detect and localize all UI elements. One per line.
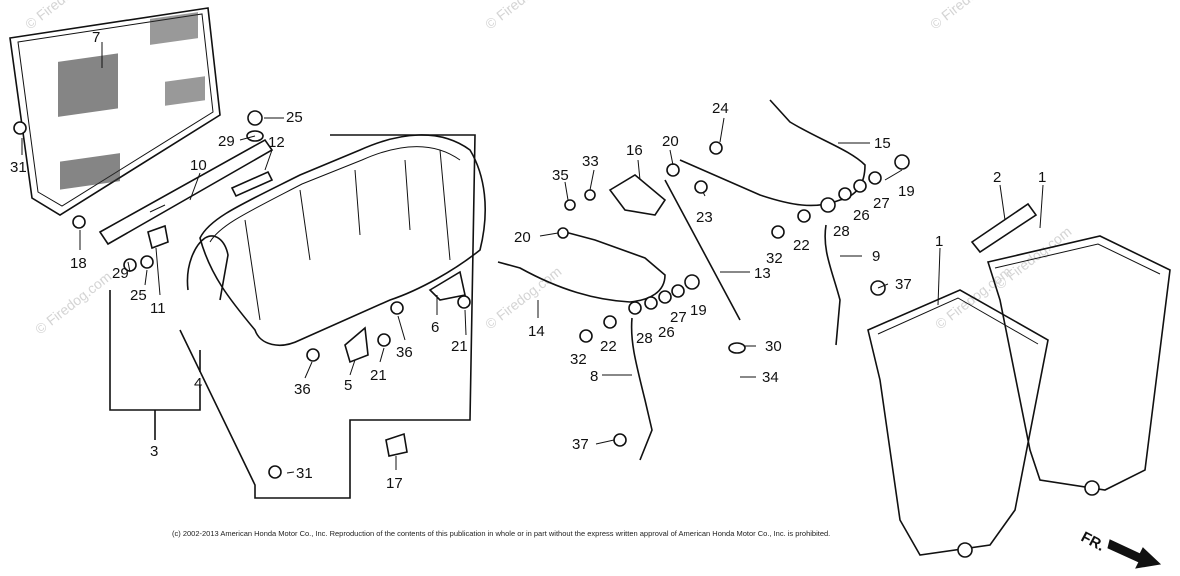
callout-35: 35 xyxy=(552,167,569,184)
label-plate-12 xyxy=(230,170,274,198)
callout-19: 19 xyxy=(690,302,707,319)
callout-31: 31 xyxy=(10,159,27,176)
bolt-36 xyxy=(306,348,320,362)
callout-9: 9 xyxy=(872,248,880,265)
callout-29: 29 xyxy=(218,133,235,150)
copyright-notice: (c) 2002-2013 American Honda Motor Co., … xyxy=(172,529,830,538)
fr-label: FR. xyxy=(1078,529,1107,555)
frame-14 xyxy=(497,231,666,303)
callout-22: 22 xyxy=(793,237,810,254)
callout-13: 13 xyxy=(754,265,771,282)
nut-21 xyxy=(377,333,391,347)
label-plate xyxy=(147,224,169,250)
grass-bag-cover xyxy=(186,134,486,346)
callout-25: 25 xyxy=(130,287,147,304)
callout-36: 36 xyxy=(294,381,311,398)
callout-10: 10 xyxy=(190,157,207,174)
bar-2 xyxy=(970,202,1038,254)
callout-2: 2 xyxy=(993,169,1001,186)
screen-panel xyxy=(9,7,221,216)
callout-14: 14 xyxy=(528,323,545,340)
rod-9 xyxy=(824,224,841,346)
callout-19: 19 xyxy=(898,183,915,200)
callout-1: 1 xyxy=(935,233,943,250)
callout-36: 36 xyxy=(396,344,413,361)
callout-12: 12 xyxy=(268,134,285,151)
callout-20: 20 xyxy=(514,229,531,246)
callout-21: 21 xyxy=(370,367,387,384)
callout-23: 23 xyxy=(696,209,713,226)
rod-8 xyxy=(630,317,653,461)
callout-26: 26 xyxy=(853,207,870,224)
callout-24: 24 xyxy=(712,100,729,117)
callout-25: 25 xyxy=(286,109,303,126)
callout-27: 27 xyxy=(873,195,890,212)
rod-13 xyxy=(664,179,741,321)
callout-21: 21 xyxy=(451,338,468,355)
lever-16 xyxy=(608,174,667,216)
callout-11: 11 xyxy=(150,300,166,317)
callout-4: 4 xyxy=(194,375,202,392)
watermark: © Firedog.com xyxy=(22,0,104,32)
leader-lines xyxy=(21,42,1044,474)
bolt-36 xyxy=(390,301,404,315)
callout-5: 5 xyxy=(344,377,352,394)
hardware-middle xyxy=(557,141,910,447)
watermark: © Firedog.com xyxy=(482,0,564,32)
frame-15 xyxy=(679,99,866,207)
callout-17: 17 xyxy=(386,475,403,492)
callout-18: 18 xyxy=(70,255,87,272)
grass-bag-front xyxy=(867,289,1049,558)
callout-16: 16 xyxy=(626,142,643,159)
callout-8: 8 xyxy=(590,368,598,385)
callout-1: 1 xyxy=(1038,169,1046,186)
callout-34: 34 xyxy=(762,369,779,386)
grass-bag-rear xyxy=(986,235,1171,496)
callout-26: 26 xyxy=(658,324,675,341)
callout-numbers: 1 1 2 3 4 5 6 7 8 9 10 11 12 13 14 15 16… xyxy=(10,29,1046,492)
callout-33: 33 xyxy=(582,153,599,170)
watermark: © Firedog.com xyxy=(32,268,114,337)
callout-27: 27 xyxy=(670,309,687,326)
callout-6: 6 xyxy=(431,319,439,336)
callout-28: 28 xyxy=(636,330,653,347)
callout-28: 28 xyxy=(833,223,850,240)
label-17 xyxy=(385,432,408,457)
bracket-6 xyxy=(428,270,466,301)
front-direction-arrow: FR. xyxy=(1078,529,1162,569)
watermark: © Firedog.com xyxy=(482,263,564,332)
watermarks: © Firedog.com © Firedog.com © Firedog.co… xyxy=(22,0,1074,337)
callout-37: 37 xyxy=(895,276,912,293)
callout-31: 31 xyxy=(296,465,313,482)
nut-21 xyxy=(457,295,471,309)
callout-37: 37 xyxy=(572,436,589,453)
callout-20: 20 xyxy=(662,133,679,150)
callout-32: 32 xyxy=(766,250,783,267)
callout-15: 15 xyxy=(874,135,891,152)
assembly-brackets xyxy=(109,134,476,499)
callout-30: 30 xyxy=(765,338,782,355)
clip-31 xyxy=(268,465,282,479)
callout-22: 22 xyxy=(600,338,617,355)
callout-32: 32 xyxy=(570,351,587,368)
bracket-5 xyxy=(344,326,369,364)
watermark: © Firedog.com xyxy=(927,0,1009,32)
callout-3: 3 xyxy=(150,443,158,460)
arrow-icon xyxy=(1107,539,1162,569)
callout-7: 7 xyxy=(92,29,100,46)
callout-29: 29 xyxy=(112,265,129,282)
